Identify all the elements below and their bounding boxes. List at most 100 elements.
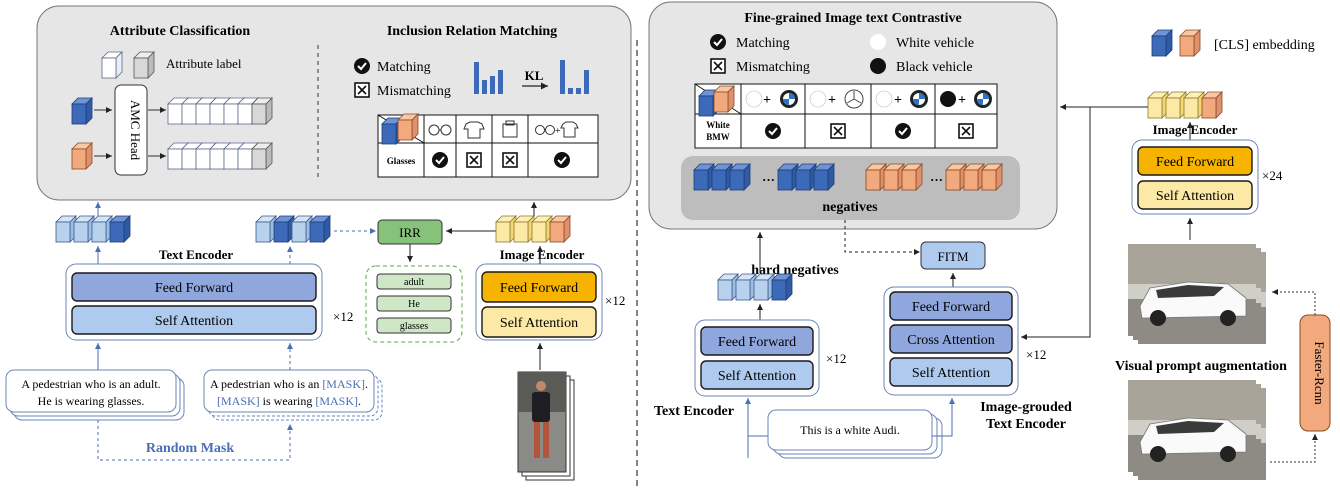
kl-label: KL (525, 68, 544, 83)
right-img-self-attention (1137, 180, 1253, 210)
ig-feed-forward-label: Feed Forward (912, 300, 990, 315)
ig-cross-attention-label: Cross Attention (907, 333, 995, 348)
fitc-cell-cross-2 (958, 123, 974, 139)
attribute-label-text: Attribute label (166, 56, 242, 71)
fitc-mismatching-label: Mismatching (736, 60, 810, 75)
ig-feed-forward (889, 291, 1013, 321)
ig-label-line2: Text Encoder (986, 417, 1066, 432)
car-image-stack-top (1127, 243, 1267, 345)
text-token-row-masked (255, 215, 331, 243)
header-white-bmw-2: + (875, 90, 928, 108)
fitc-matching-icon (709, 33, 727, 51)
right-img-feed-forward-label: Feed Forward (1156, 155, 1234, 170)
row-label-white: White (706, 120, 730, 130)
mismatching-icon (354, 82, 370, 98)
irr-word-1 (376, 273, 452, 290)
right-times12: ×12 (826, 351, 846, 366)
fitc-title: Fine-grained Image text Contrastive (744, 11, 961, 26)
negative-image-tokens: ··· (865, 163, 1003, 191)
fitc-matching-label: Matching (736, 36, 790, 51)
random-mask-arrow (97, 420, 293, 461)
svg-text:+: + (828, 93, 836, 108)
fitc-mismatching-icon (710, 58, 726, 74)
right-self-attention-label: Self Attention (718, 369, 796, 384)
svg-text:+: + (958, 93, 966, 108)
text-cls-token (71, 97, 93, 125)
tshirt-icon (463, 121, 485, 139)
hard-negatives-arrow (844, 220, 920, 255)
cell-cross-2 (502, 152, 518, 168)
row-label-bmw: BMW (706, 132, 730, 142)
svg-text:···: ··· (762, 172, 775, 187)
inclusion-table (377, 113, 599, 178)
cell-check-2 (553, 151, 571, 169)
ig-label-line1: Image-grouded (980, 400, 1072, 415)
caption1-line2: He is wearing glasses. (38, 394, 145, 408)
cell-cross-1 (466, 152, 482, 168)
header-white-mercedes: + (809, 89, 864, 109)
random-mask-label: Random Mask (146, 441, 235, 456)
left-feed-forward (71, 272, 317, 302)
left-self-attention-label: Self Attention (155, 314, 233, 329)
ig-self-attention (889, 357, 1013, 387)
right-image-token-row (1147, 91, 1223, 119)
left-img-feed-forward-label: Feed Forward (500, 281, 578, 296)
right-caption-card (767, 409, 943, 459)
fitm-label: FITM (937, 249, 969, 264)
glasses-icon (428, 124, 452, 136)
ig-self-attention-label: Self Attention (912, 366, 990, 381)
bag-icon (502, 120, 518, 138)
svg-text:···: ··· (930, 172, 943, 187)
right-self-attention (700, 360, 814, 390)
mismatching-label: Mismatching (377, 84, 451, 99)
car-image-stack-bottom (1127, 379, 1267, 481)
svg-text:+: + (894, 93, 902, 108)
right-caption-text: This is a white Audi. (800, 423, 900, 437)
white-vehicle-label: White vehicle (896, 36, 974, 51)
cell-check-1 (431, 151, 449, 169)
svg-text:+: + (763, 93, 771, 108)
left-img-feed-forward (481, 271, 597, 303)
cls-embedding-label: [CLS] embedding (1214, 38, 1315, 53)
fitc-table (694, 83, 998, 149)
faster-rcnn-label: Faster-Rcnn (1312, 341, 1327, 405)
irr-label: IRR (399, 225, 421, 240)
left-img-self-attention-label: Self Attention (500, 316, 578, 331)
glasses-row-label: Glasses (387, 156, 416, 166)
negatives-box (681, 156, 1020, 220)
image-cls-token (71, 142, 93, 170)
fitc-cell-cross-1 (830, 123, 846, 139)
attribute-classification-title: Attribute Classification (110, 24, 251, 39)
right-feed-forward (700, 326, 814, 356)
amc-head-box (114, 84, 148, 176)
caption1-line1: A pedestrian who is an adult. (21, 377, 160, 391)
attribute-output-row-2 (167, 142, 273, 170)
fitc-cell-check-2 (894, 122, 912, 140)
left-img-self-attention (481, 306, 597, 338)
negatives-label: negatives (822, 200, 878, 215)
white-vehicle-icon (870, 34, 886, 50)
left-text-encoder-label: Text Encoder (159, 247, 233, 262)
times24: ×24 (1262, 168, 1283, 183)
left-image-encoder-label: Image Encoder (500, 247, 585, 262)
matching-icon (353, 57, 371, 75)
left-feed-forward-label: Feed Forward (155, 281, 233, 296)
ig-cross-attention (889, 324, 1013, 354)
irr-word-2-label: He (408, 299, 420, 310)
text-token-row-left (55, 215, 131, 243)
left-self-attention (71, 305, 317, 335)
caption-card-1 (5, 369, 185, 421)
caption2-line2: [MASK] is wearing [MASK]. (217, 394, 361, 408)
glasses-tshirt-icon: + (535, 121, 579, 138)
distribution-bars-1 (474, 62, 503, 94)
right-text-encoder-label: Text Encoder (654, 404, 734, 419)
svg-text:+: + (555, 126, 561, 137)
right-text-token-row (717, 273, 793, 301)
irr-word-1-label: adult (404, 277, 424, 288)
pedestrian-image-stack (517, 371, 575, 481)
caption-card-2 (203, 369, 383, 421)
distribution-bars-2 (560, 60, 589, 94)
header-black-bmw: + (940, 90, 992, 108)
left-img-times12: ×12 (605, 293, 625, 308)
